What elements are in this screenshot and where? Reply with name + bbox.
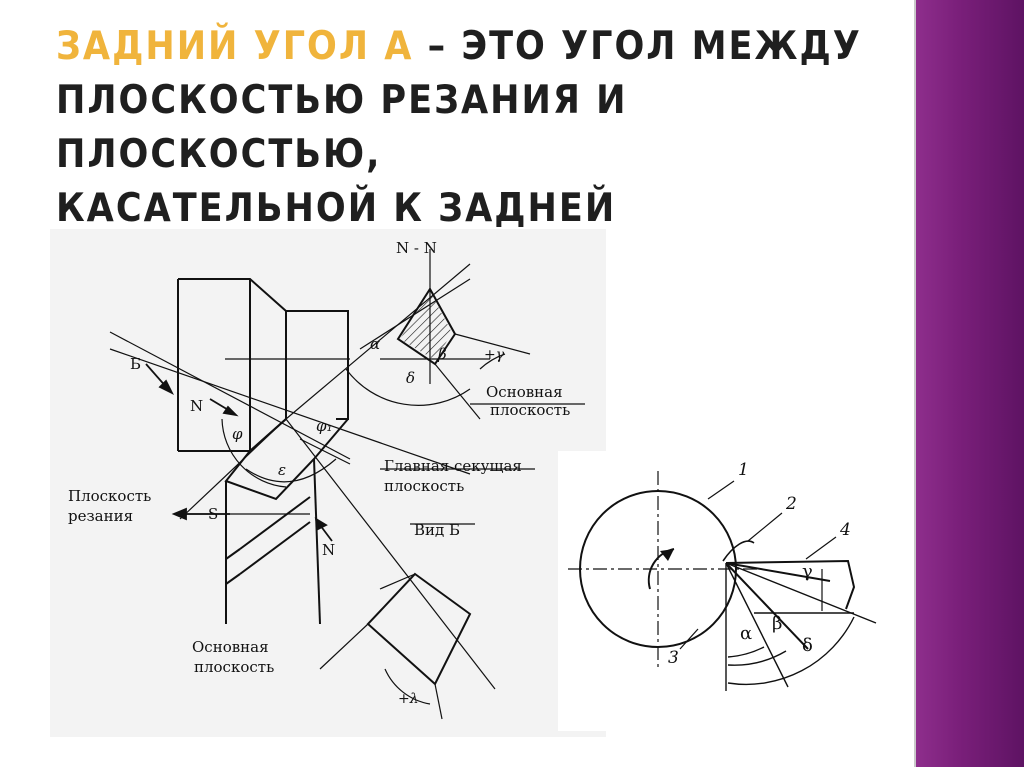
label-basic-plane-2b: плоскость xyxy=(194,658,274,676)
holder-outline xyxy=(178,278,349,420)
label-basic-plane-1b: плоскость xyxy=(490,401,570,419)
symbol-delta: δ xyxy=(406,369,415,387)
cutter-geometry-figure: N - N Основная плоскость Главная секущая… xyxy=(50,229,606,737)
symbol-beta: β xyxy=(437,345,447,363)
number-3: 3 xyxy=(668,648,679,668)
side-divider xyxy=(914,0,916,767)
title-line1: ЭТО УГОЛ МЕЖДУ xyxy=(461,24,862,69)
number-2: 2 xyxy=(785,494,797,514)
number-1: 1 xyxy=(738,460,749,480)
label-s: S xyxy=(208,505,218,523)
label-n-upper: N xyxy=(190,397,203,415)
symbol-gamma: +γ xyxy=(484,347,505,363)
cutting-angles-drawing: 1 2 4 3 α β δ γ xyxy=(568,460,877,691)
label-section-nn: N - N xyxy=(396,239,437,257)
angle-gamma: γ xyxy=(802,561,813,582)
label-b: Б xyxy=(130,355,141,373)
label-main-cutting-plane-b: плоскость xyxy=(384,477,464,495)
section-hatch xyxy=(400,291,452,360)
number-4: 4 xyxy=(839,520,851,540)
title-line2: ПЛОСКОСТЬЮ РЕЗАНИЯ И ПЛОСКОСТЬЮ, xyxy=(56,78,628,177)
side-decoration-panel xyxy=(916,0,1024,767)
label-view-b: Вид Б xyxy=(414,521,460,539)
symbol-lambda: +λ xyxy=(398,691,419,707)
cutting-angles-figure: 1 2 4 3 α β δ γ xyxy=(558,451,888,731)
title-accent: ЗАДНИЙ УГОЛ А xyxy=(56,24,414,69)
angle-beta: β xyxy=(772,613,782,634)
symbol-epsilon: ε xyxy=(278,461,286,479)
label-basic-plane-2: Основная xyxy=(192,638,269,656)
cutter-geometry-drawing: N - N Основная плоскость Главная секущая… xyxy=(68,239,585,720)
label-n-lower: N xyxy=(322,541,335,559)
label-main-cutting-plane: Главная секущая xyxy=(384,457,522,475)
label-cutting-plane-b: резания xyxy=(68,507,133,525)
angle-delta: δ xyxy=(802,635,813,656)
symbol-alpha: α xyxy=(370,335,380,353)
label-basic-plane-1: Основная xyxy=(486,383,563,401)
label-cutting-plane: Плоскость xyxy=(68,487,151,505)
symbol-phi1: φ₁ xyxy=(316,417,333,435)
title-dash: – xyxy=(413,24,462,69)
symbol-phi: φ xyxy=(232,425,243,443)
angle-alpha: α xyxy=(740,623,752,644)
